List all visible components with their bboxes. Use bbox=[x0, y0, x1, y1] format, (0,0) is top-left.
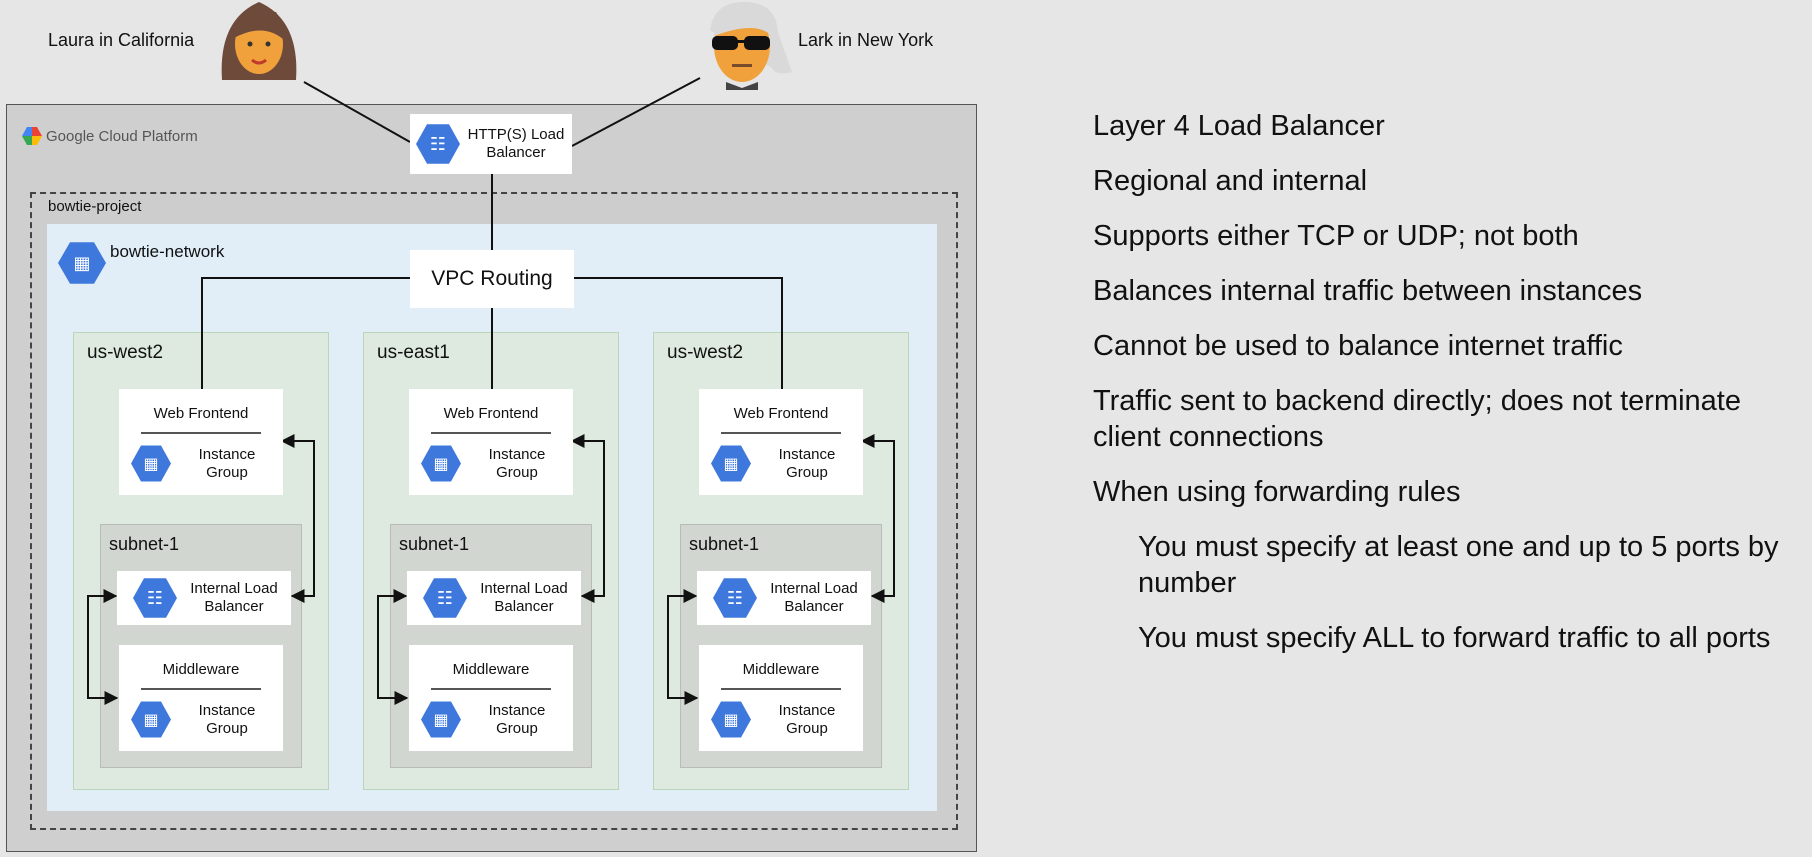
region-name: us-west2 bbox=[667, 342, 744, 363]
user-label-left: Laura in California bbox=[48, 30, 195, 50]
instance-group-label: Group bbox=[496, 719, 538, 737]
middleware-card[interactable]: Middleware ▦ Instance Group bbox=[409, 645, 573, 751]
instance-group-icon: ▦ bbox=[131, 445, 171, 482]
middleware-title: Middleware bbox=[742, 661, 820, 678]
instance-group-label: Group bbox=[206, 719, 248, 737]
instance-group-icon: ▦ bbox=[711, 445, 751, 482]
internal-lb-label: Internal Load bbox=[770, 580, 858, 597]
region-name: us-west2 bbox=[87, 342, 164, 363]
http-lb-label-2: Balancer bbox=[486, 144, 546, 161]
network-name: bowtie-network bbox=[110, 242, 225, 261]
bullet-text: Balances internal traffic between instan… bbox=[1093, 275, 1643, 307]
middleware-card[interactable]: Middleware ▦ Instance Group bbox=[699, 645, 863, 751]
instance-group-icon: ▦ bbox=[421, 445, 461, 482]
internal-lb-label: Balancer bbox=[204, 598, 264, 615]
internal-lb-card[interactable]: ☷ Internal Load Balancer bbox=[407, 571, 581, 625]
subnet-name: subnet-1 bbox=[399, 534, 470, 554]
user-label-right: Lark in New York bbox=[798, 30, 934, 50]
internal-lb-label: Internal Load bbox=[190, 580, 278, 597]
instance-group-label: Instance bbox=[778, 445, 836, 463]
http-lb-label-1: HTTP(S) Load bbox=[467, 126, 565, 143]
instance-group-label: Instance bbox=[198, 701, 256, 719]
web-frontend-title: Web Frontend bbox=[153, 405, 249, 422]
instance-group-label: Group bbox=[786, 463, 828, 481]
load-balancer-icon: ☷ bbox=[416, 124, 460, 164]
web-frontend-card[interactable]: Web Frontend ▦ Instance Group bbox=[119, 389, 283, 495]
subnet-name: subnet-1 bbox=[109, 534, 180, 554]
divider bbox=[141, 688, 261, 690]
middleware-title: Middleware bbox=[162, 661, 240, 678]
instance-group-icon: ▦ bbox=[131, 701, 171, 738]
middleware-title: Middleware bbox=[452, 661, 530, 678]
project-name: bowtie-project bbox=[48, 198, 142, 215]
divider bbox=[721, 688, 841, 690]
instance-group-label: Group bbox=[496, 463, 538, 481]
instance-group-icon: ▦ bbox=[711, 701, 751, 738]
divider bbox=[431, 688, 551, 690]
load-balancer-icon: ☷ bbox=[713, 578, 757, 618]
instance-group-label: Instance bbox=[488, 701, 546, 719]
internal-lb-label: Balancer bbox=[494, 598, 554, 615]
sub-bullet-text: You must specify at least one and up to … bbox=[1138, 531, 1779, 563]
internal-lb-label: Balancer bbox=[784, 598, 844, 615]
instance-group-label: Instance bbox=[778, 701, 836, 719]
bullet-text: When using forwarding rules bbox=[1093, 476, 1461, 508]
bullet-text: Regional and internal bbox=[1093, 165, 1368, 197]
web-frontend-title: Web Frontend bbox=[443, 405, 539, 422]
web-frontend-title: Web Frontend bbox=[733, 405, 829, 422]
internal-lb-label: Internal Load bbox=[480, 580, 568, 597]
web-frontend-card[interactable]: Web Frontend ▦ Instance Group bbox=[699, 389, 863, 495]
load-balancer-icon: ☷ bbox=[133, 578, 177, 618]
instance-group-label: Group bbox=[786, 719, 828, 737]
sub-bullet-text: number bbox=[1138, 567, 1237, 599]
load-balancer-icon: ☷ bbox=[423, 578, 467, 618]
gcp-logo-text: Google Cloud Platform bbox=[46, 127, 198, 145]
http-load-balancer[interactable]: ☷ HTTP(S) Load Balancer bbox=[410, 114, 572, 174]
bullet-text: Supports either TCP or UDP; not both bbox=[1093, 220, 1579, 252]
bullet-text: Traffic sent to backend directly; does n… bbox=[1093, 385, 1741, 417]
vpc-routing[interactable]: VPC Routing bbox=[410, 250, 574, 308]
sub-bullet-text: You must specify ALL to forward traffic … bbox=[1138, 622, 1771, 654]
web-frontend-card[interactable]: Web Frontend ▦ Instance Group bbox=[409, 389, 573, 495]
divider bbox=[431, 432, 551, 434]
region-name: us-east1 bbox=[377, 342, 450, 363]
divider bbox=[141, 432, 261, 434]
internal-lb-card[interactable]: ☷ Internal Load Balancer bbox=[697, 571, 871, 625]
gcp-logo: Google Cloud Platform bbox=[22, 126, 198, 146]
instance-group-icon: ▦ bbox=[421, 701, 461, 738]
bullet-text: client connections bbox=[1093, 421, 1324, 453]
divider bbox=[721, 432, 841, 434]
middleware-card[interactable]: Middleware ▦ Instance Group bbox=[119, 645, 283, 751]
instance-group-label: Group bbox=[206, 463, 248, 481]
gcp-hex-icon bbox=[22, 127, 42, 145]
lark-avatar bbox=[696, 0, 792, 90]
internal-lb-card[interactable]: ☷ Internal Load Balancer bbox=[117, 571, 291, 625]
bullet-text: Layer 4 Load Balancer bbox=[1093, 110, 1385, 142]
instance-group-label: Instance bbox=[198, 445, 256, 463]
instance-group-label: Instance bbox=[488, 445, 546, 463]
subnet-name: subnet-1 bbox=[689, 534, 760, 554]
bullet-text: Cannot be used to balance internet traff… bbox=[1093, 330, 1623, 362]
laura-avatar bbox=[214, 0, 304, 82]
vpc-routing-label: VPC Routing bbox=[431, 267, 553, 290]
